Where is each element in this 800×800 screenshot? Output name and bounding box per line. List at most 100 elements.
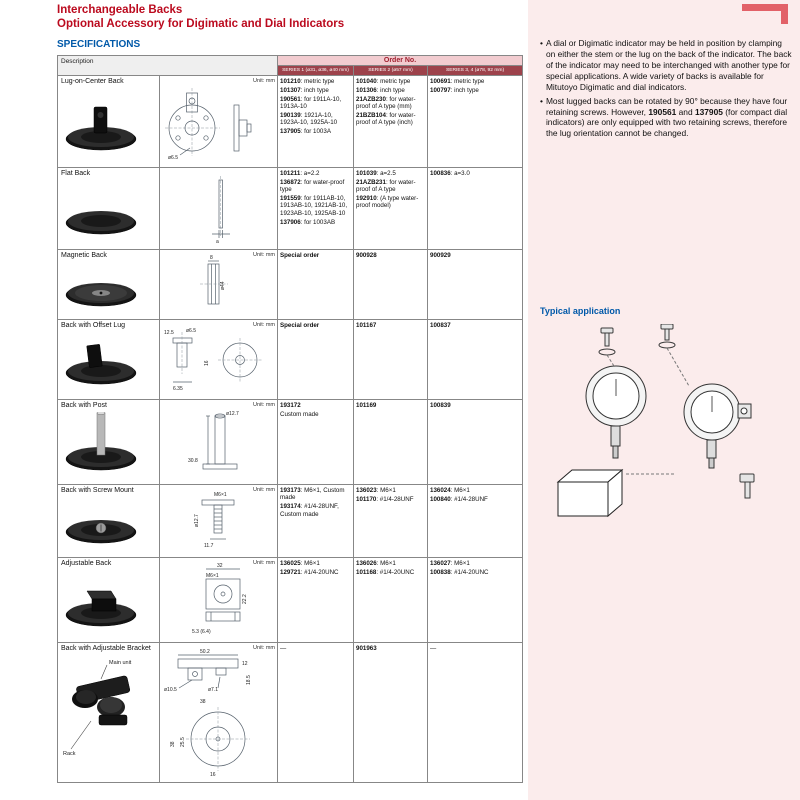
order-item: 137905: for 1003A [280,128,331,135]
description-cell: Lug-on-Center Back [57,75,160,169]
order-item: 21AZB230: for water-proof of A type (mm) [356,95,416,111]
photo-svg [65,210,137,235]
order-item: 100839 [430,402,451,410]
svg-text:M6×1: M6×1 [214,492,227,498]
unit-label: Unit: mm [253,252,276,259]
row-name: Back with Offset Lug [61,322,126,330]
order-item: 100838: #1/4-20UNC [430,568,489,576]
photo-svg [65,590,137,627]
description-cell: Back with Post [57,399,160,486]
svg-text:22.2: 22.2 [242,594,248,604]
drawing-svg: ø6.5 [165,88,252,161]
row-name: Back with Adjustable Bracket [61,645,151,653]
technical-drawing: 8 ø44 [160,254,277,319]
drawing-svg: 8 ø44 [200,255,228,305]
order-item: 136024: M6×1 [430,487,470,495]
main-content: Interchangeable Backs Optional Accessory… [56,4,524,784]
order-item: 900928 [356,252,377,260]
svg-text:ø6.5: ø6.5 [168,155,178,161]
order-item: 101306: inch type [356,86,405,94]
bullet-icon: • [540,38,543,48]
page-title: Interchangeable Backs [57,4,183,16]
svg-text:32: 32 [217,563,223,569]
svg-text:8: 8 [210,255,213,261]
technical-drawing: ø6.5 [160,80,277,167]
description-cell: Adjustable Back [57,557,160,644]
svg-text:16: 16 [204,360,210,366]
photo-svg [65,519,137,544]
series3-cell: 100836: a=3.0 [427,167,524,251]
typical-application-heading: Typical application [540,306,621,316]
order-item: 900929 [430,252,451,260]
svg-text:11.7: 11.7 [204,543,214,549]
technical-drawing: M6×1 ø12.7 11.7 [160,489,277,557]
photo-svg [65,106,137,151]
series1-cell: Special order [277,249,355,321]
order-item: 101170: #1/4-28UNF [356,495,414,503]
row-name: Lug-on-Center Back [61,78,124,86]
product-photo [61,570,157,633]
row-name: Adjustable Back [61,560,112,568]
order-item: — [430,645,437,653]
description-header: Description [56,55,279,77]
unit-label: Unit: mm [253,560,276,567]
sidebar-notes: •A dial or Digimatic indicator may be he… [540,38,792,142]
order-no-header: Order No. [277,55,524,67]
order-item: 191559: for 1911AB-10, 1913AB-10, 1921AB… [280,195,348,217]
row-name: Magnetic Back [61,252,107,260]
product-photo [61,332,157,391]
order-item: 901963 [356,645,377,653]
unit-label: Unit: mm [253,645,276,652]
drawing-svg: ø12.730.8 [188,411,239,470]
note-text: Most lugged backs can be rotated by 90° … [545,95,788,139]
corner-mark-icon [742,4,788,24]
order-item: 100836: a=3.0 [430,170,470,178]
photo-label: Rack [63,751,76,757]
series3-cell: 100837 [427,319,524,401]
product-photo [61,497,157,550]
row-name: Back with Post [61,402,107,410]
svg-text:ø12.7: ø12.7 [194,514,200,527]
order-item: Special order [280,252,320,260]
svg-text:50.2: 50.2 [200,649,210,655]
svg-text:16: 16 [210,772,216,777]
svg-text:25.5: 25.5 [180,737,186,747]
order-item: 136026: M6×1 [356,560,396,568]
svg-text:30.8: 30.8 [188,458,198,464]
specifications-table: Description Order No. SERIES 1 (ø31, ø36… [56,55,524,784]
note-text: A dial or Digimatic indicator may be hel… [545,38,792,92]
note-item: •Most lugged backs can be rotated by 90°… [540,96,792,140]
photo-label: Main unit [109,660,132,666]
series2-header: SERIES 2 (ø57 mm) [353,65,429,77]
page-subtitle: Optional Accessory for Digimatic and Dia… [57,17,345,30]
svg-text:ø7.1: ø7.1 [208,687,218,693]
photo-svg [65,282,137,307]
drawing-cell: Unit: mm 8 ø44 [158,249,279,321]
row-name: Back with Screw Mount [61,487,134,495]
order-item: 101040: metric type [356,78,411,86]
svg-text:6.35: 6.35 [173,386,183,392]
order-item: 190561: for 1911A-10, 1913A-10 [280,95,342,111]
note-item: •A dial or Digimatic indicator may be he… [540,38,792,93]
order-item: 129721: #1/4-20UNC [280,568,339,576]
order-item: 193172 [280,402,301,410]
order-item: 21BZB104: for water-proof of A type (inc… [356,111,416,127]
unit-label: Unit: mm [253,402,276,409]
